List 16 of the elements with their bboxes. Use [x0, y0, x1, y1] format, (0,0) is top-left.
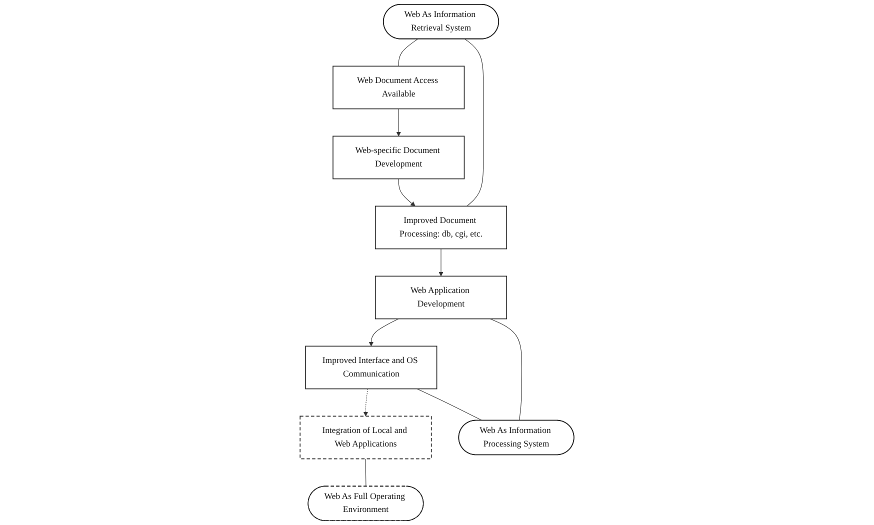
arrow — [363, 388, 368, 416]
arrow — [398, 178, 416, 206]
connector — [416, 388, 482, 421]
arrow — [368, 318, 399, 346]
connector — [398, 38, 418, 66]
node-box: Web Document Access Available — [332, 66, 465, 110]
node-box: Improved Interface and OS Communication — [305, 346, 438, 390]
connector — [464, 38, 484, 206]
node-box: Web Application Development — [374, 276, 508, 320]
connector — [490, 318, 522, 421]
node-box: Improved Document Processing: db, cgi, etc. — [374, 206, 508, 250]
arrow — [396, 108, 402, 136]
connector — [365, 458, 366, 487]
arrow — [438, 248, 444, 276]
node-box: Integration of Local and Web Applications — [300, 416, 432, 460]
node-box: Web-specific Document Development — [332, 136, 465, 180]
